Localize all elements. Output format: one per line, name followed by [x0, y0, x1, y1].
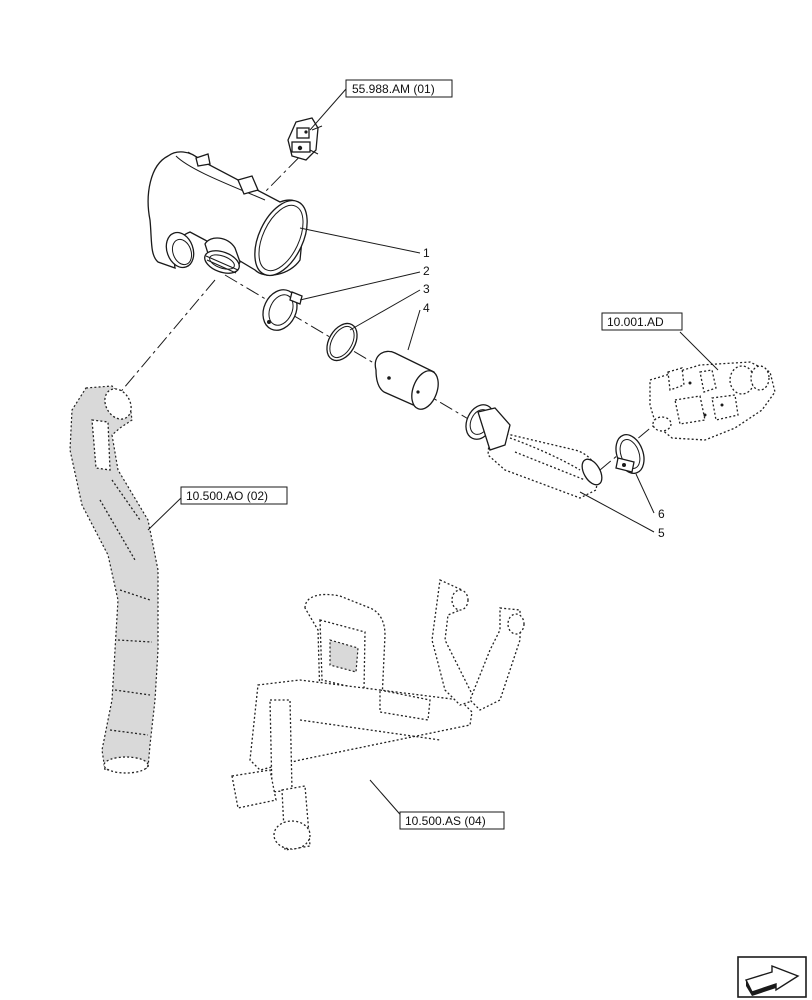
- callout-4: 4: [423, 301, 430, 315]
- ref-box-55-988-am[interactable]: 55.988.AM (01): [345, 79, 453, 98]
- ref-label-55-988-am: 55.988.AM (01): [352, 82, 435, 96]
- sensor-part: [287, 117, 323, 161]
- callout-1: 1: [423, 246, 430, 260]
- leader-callout-2: [299, 271, 421, 301]
- ref-label-10-001-ad: 10.001.AD: [607, 315, 664, 329]
- ref-label-10-500-ao: 10.500.AO (02): [186, 489, 268, 503]
- leader-callout-6: [635, 473, 655, 514]
- part-2-clamp: [262, 289, 303, 331]
- leader-ref-10-500-ao: [147, 496, 183, 531]
- leader-callout-1: [299, 227, 421, 254]
- leader-callout-3: [349, 289, 421, 331]
- leader-callout-4: [407, 309, 421, 351]
- axis-line-turbo: [599, 419, 661, 471]
- part-5-flex-pipe: [465, 404, 603, 499]
- ref-label-10-500-as: 10.500.AS (04): [405, 814, 486, 828]
- part-6-clamp: [615, 434, 645, 474]
- leader-callout-5: [579, 491, 655, 533]
- ref-box-10-500-ao[interactable]: 10.500.AO (02): [180, 486, 288, 505]
- next-page-arrow-icon[interactable]: [737, 956, 807, 998]
- leader-ref-10-001-ad: [679, 331, 719, 371]
- axis-line-pipe: [117, 279, 216, 396]
- part-1-housing: [147, 151, 308, 277]
- part-4-sleeve: [374, 350, 439, 410]
- ref-box-10-500-as[interactable]: 10.500.AS (04): [399, 811, 505, 830]
- leader-ref-55-988-am: [309, 88, 347, 131]
- callout-6: 6: [658, 507, 665, 521]
- leader-ref-10-500-as: [369, 779, 406, 821]
- ref-box-10-001-ad[interactable]: 10.001.AD: [601, 312, 683, 331]
- callout-3: 3: [423, 282, 430, 296]
- callout-5: 5: [658, 526, 665, 540]
- part-3-gasket: [326, 322, 358, 362]
- turbo-assembly: [649, 361, 776, 441]
- exhaust-pipe-part: [69, 385, 159, 774]
- callout-2: 2: [423, 264, 430, 278]
- support-frame-part: [231, 579, 525, 851]
